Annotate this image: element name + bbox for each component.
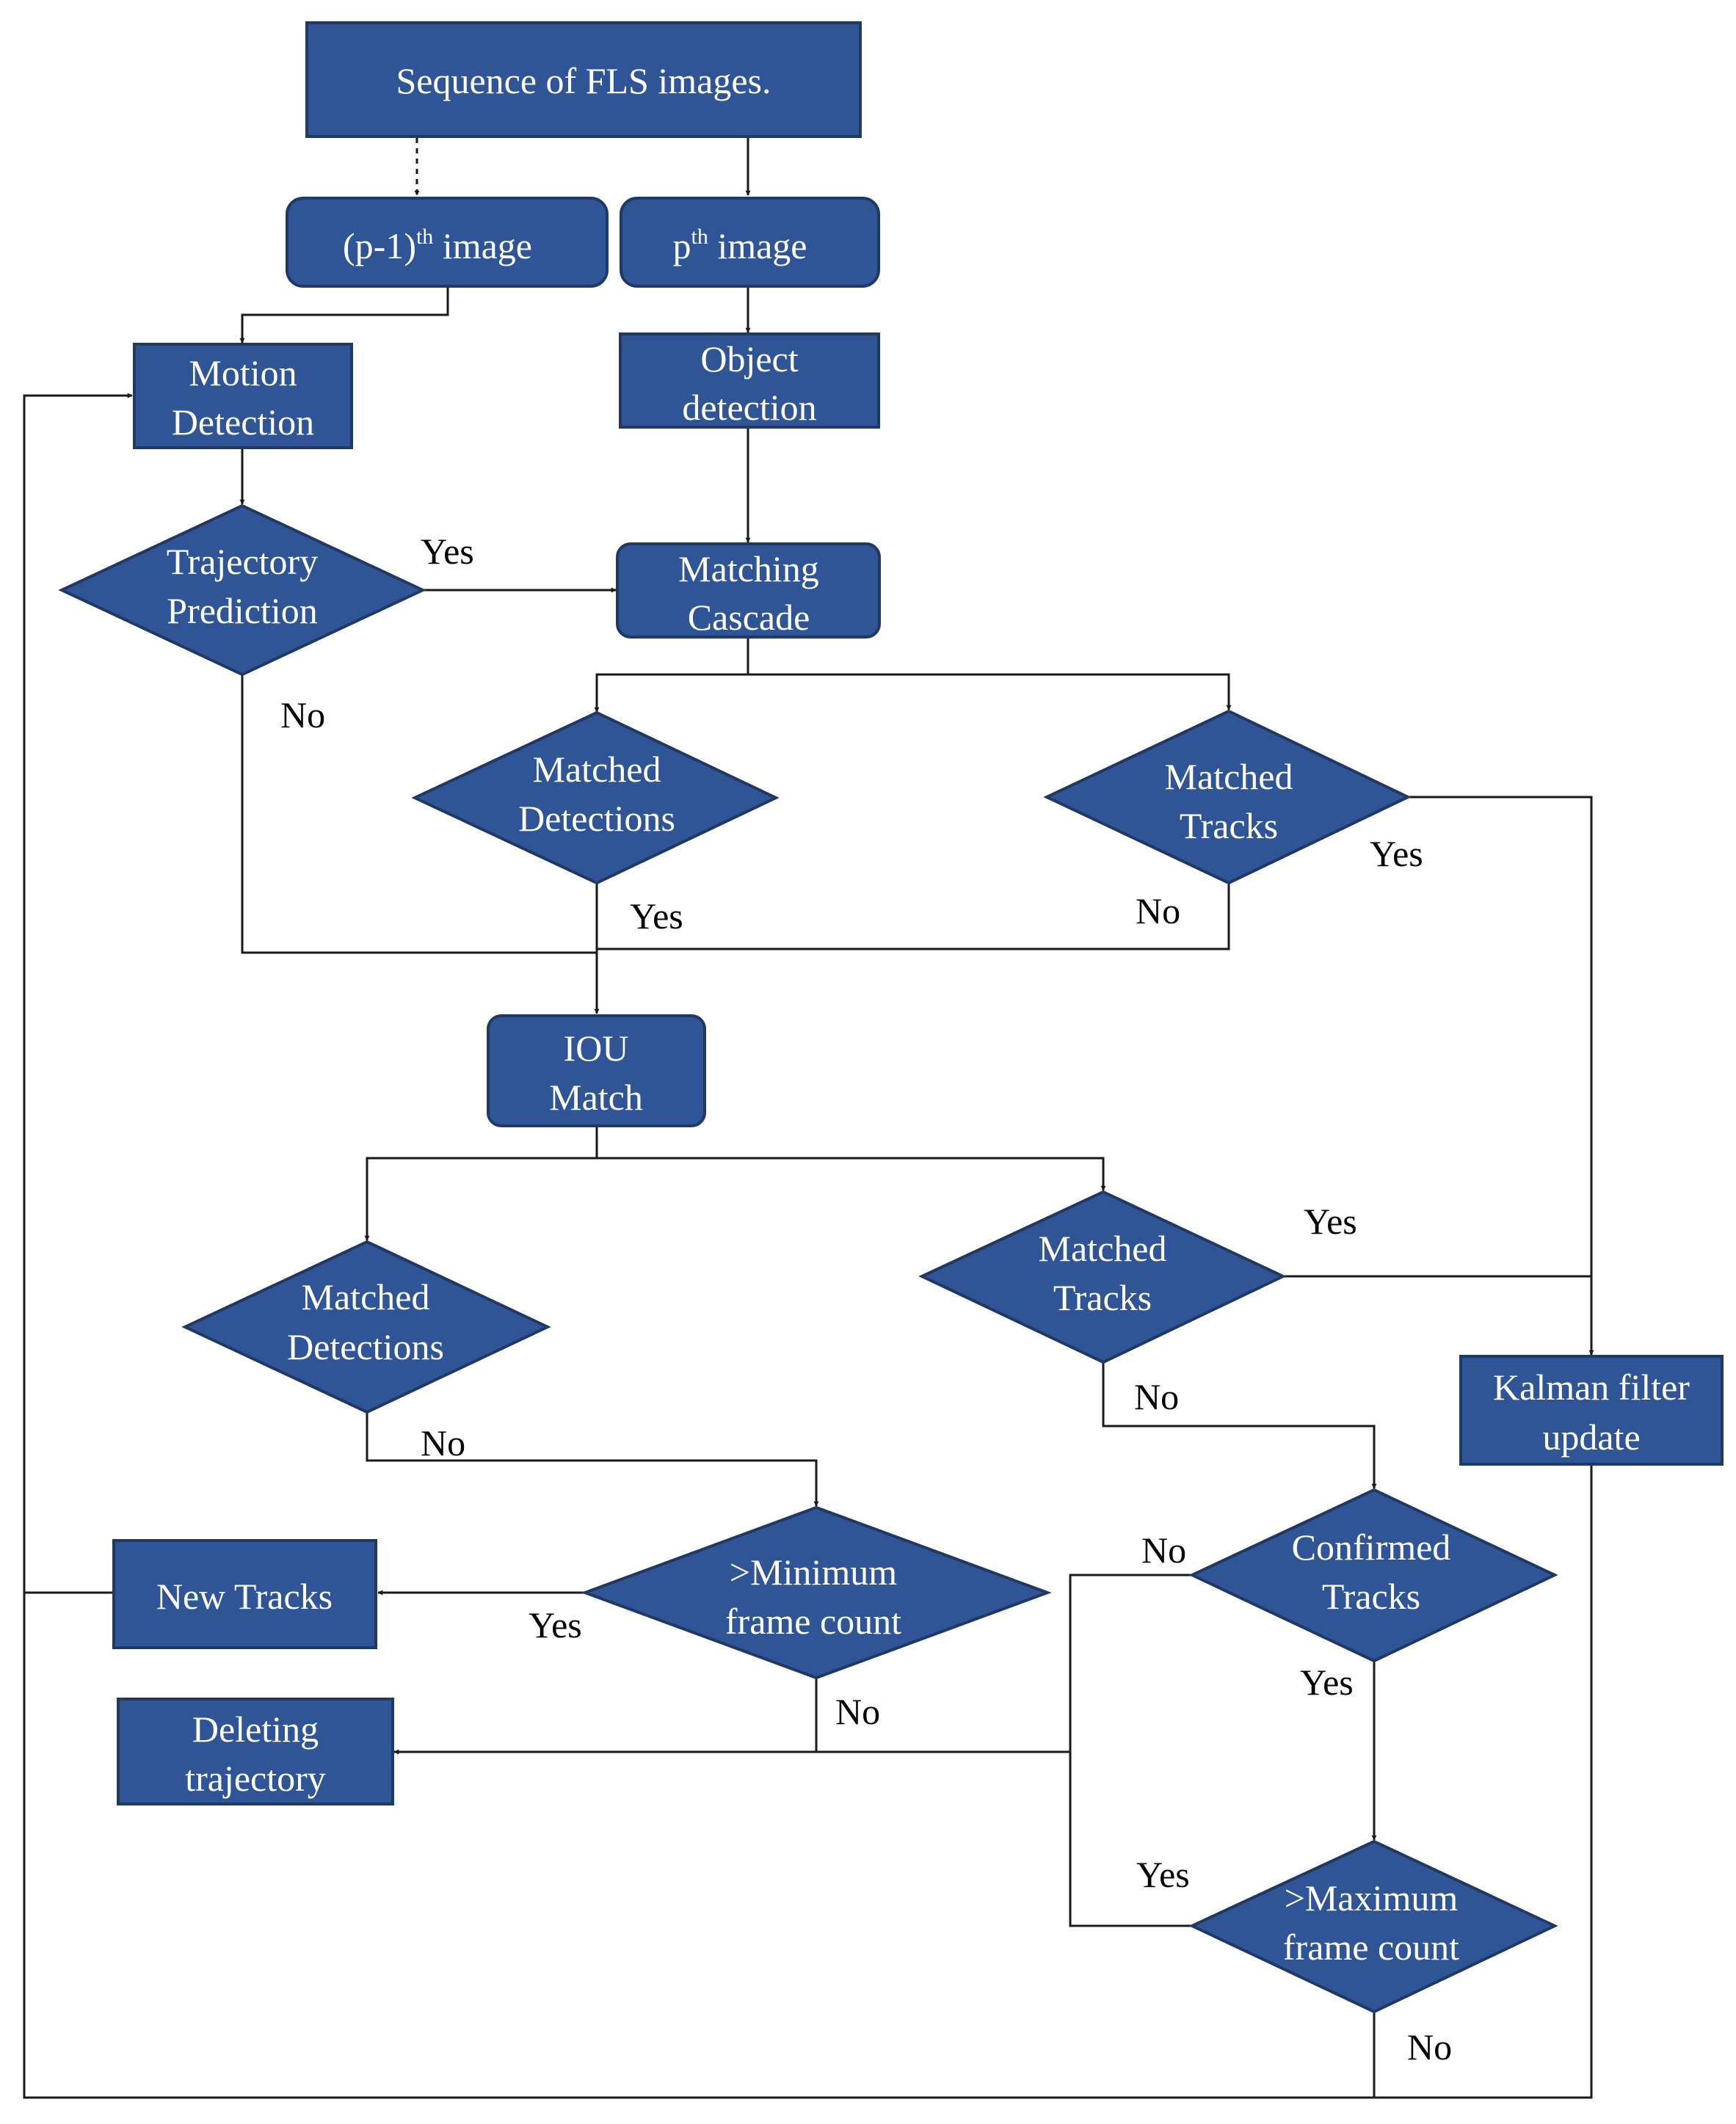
label-trajectory-no: No <box>280 694 325 735</box>
connector-matched-tracks2-no-to-confirmed <box>1102 1362 1377 1489</box>
motion-detection-box: Motion Detection <box>133 343 353 449</box>
connector-iou-to-matched-tracks2 <box>597 1157 1106 1191</box>
label-matched-tracks1-yes: Yes <box>1370 833 1423 874</box>
object-detection-line2: detection <box>682 387 816 428</box>
connector-max-frame-yes-to-deleting <box>1069 1752 1191 1927</box>
label-matched-det1-yes: Yes <box>630 895 683 936</box>
deleting-trajectory-line1: Deleting <box>192 1709 319 1750</box>
label-max-frame-yes: Yes <box>1136 1854 1190 1895</box>
connector-matched-tracks1-no-to-iou <box>597 883 1230 950</box>
new-tracks-box: New Tracks <box>112 1539 377 1649</box>
matched-detections-1-line1: Matched <box>533 749 661 790</box>
kalman-update-line2: update <box>1542 1416 1640 1458</box>
min-frame-count-decision: >Minimum frame count <box>581 1505 1052 1680</box>
matched-detections-1-line2: Detections <box>518 798 675 839</box>
matched-tracks-1-line1: Matched <box>1165 756 1293 797</box>
min-frame-count-line2: frame count <box>725 1601 901 1642</box>
label-trajectory-yes: Yes <box>421 531 474 572</box>
sequence-of-fls-images-box: Sequence of FLS images. <box>305 21 862 138</box>
matched-detections-decision-1: Matched Detections <box>411 710 780 885</box>
matching-cascade-box: Matching Cascade <box>616 542 881 639</box>
prev-image-box: (p-1)th image <box>286 197 609 288</box>
label-min-frame-no: No <box>835 1691 880 1732</box>
iou-match-line2: Match <box>549 1077 643 1118</box>
curr-image-label: pth image <box>672 225 807 266</box>
matched-tracks-2-line2: Tracks <box>1053 1277 1152 1318</box>
trajectory-prediction-line1: Trajectory <box>167 541 318 582</box>
label-min-frame-yes: Yes <box>529 1604 582 1645</box>
object-detection-box: Object detection <box>619 332 880 429</box>
prev-image-label: (p-1)th image <box>343 225 532 266</box>
connector-new-tracks-to-motion-detection <box>23 393 133 1594</box>
deleting-trajectory-line2: trajectory <box>185 1758 326 1799</box>
connector-min-frame-no-to-deleting <box>393 1678 818 1755</box>
motion-detection-line2: Detection <box>172 401 314 443</box>
matched-tracks-decision-2: Matched Tracks <box>918 1190 1287 1364</box>
trajectory-prediction-line2: Prediction <box>167 590 318 631</box>
object-detection-line1: Object <box>700 338 798 379</box>
max-frame-count-line1: >Maximum <box>1285 1877 1459 1918</box>
trajectory-prediction-decision: Trajectory Prediction <box>58 503 426 677</box>
matching-cascade-line1: Matching <box>678 548 819 589</box>
matched-tracks-decision-1: Matched Tracks <box>1043 709 1412 885</box>
matched-detections-decision-2: Matched Detections <box>181 1240 551 1414</box>
connector-matched-tracks1-yes-to-kalman <box>1408 796 1594 1356</box>
matched-tracks-2-line1: Matched <box>1039 1228 1167 1269</box>
curr-image-box: pth image <box>620 197 880 288</box>
connector-iou-to-matched-det2 <box>364 1127 598 1241</box>
label-max-frame-no: No <box>1407 2026 1452 2067</box>
label-matched-det2-no: No <box>421 1422 465 1463</box>
connector-cascade-to-matched-det1 <box>594 638 749 713</box>
min-frame-count-line1: >Minimum <box>730 1552 897 1593</box>
deleting-trajectory-box: Deleting trajectory <box>117 1698 394 1805</box>
kalman-filter-update-box: Kalman filter update <box>1459 1355 1724 1466</box>
label-matched-tracks2-no: No <box>1134 1376 1179 1417</box>
label-confirmed-no: No <box>1141 1530 1186 1571</box>
kalman-update-line1: Kalman filter <box>1493 1367 1690 1408</box>
motion-detection-line1: Motion <box>189 352 297 393</box>
matched-detections-2-line1: Matched <box>302 1276 430 1317</box>
max-frame-count-line2: frame count <box>1283 1927 1459 1968</box>
connector-cascade-to-matched-tracks1 <box>748 673 1232 710</box>
matched-detections-2-line2: Detections <box>287 1326 444 1367</box>
connector-prev-image-to-motion-detection <box>239 288 449 343</box>
new-tracks-label: New Tracks <box>156 1576 333 1617</box>
connector-max-frame-no-to-loop <box>23 1593 1376 2099</box>
confirmed-tracks-line2: Tracks <box>1322 1576 1420 1617</box>
connector-kalman-to-loop <box>1374 1465 1593 2099</box>
edge-labels: Yes No Yes Yes No Yes No No Yes No No Ye… <box>280 531 1452 2067</box>
connector-confirmed-no-to-deleting <box>816 1574 1191 1753</box>
connectors <box>23 138 1594 2099</box>
matching-cascade-line2: Cascade <box>688 597 810 638</box>
connector-trajectory-no-to-iou <box>241 674 597 954</box>
sequence-label: Sequence of FLS images. <box>396 60 771 101</box>
label-matched-tracks1-no: No <box>1136 890 1180 931</box>
iou-match-line1: IOU <box>564 1028 629 1069</box>
connector-matched-det2-no-to-min-frame <box>366 1412 819 1507</box>
max-frame-count-decision: >Maximum frame count <box>1188 1839 1558 2014</box>
label-matched-tracks2-yes: Yes <box>1304 1201 1357 1242</box>
confirmed-tracks-decision: Confirmed Tracks <box>1188 1488 1558 1663</box>
iou-match-box: IOU Match <box>487 1014 706 1127</box>
confirmed-tracks-line1: Confirmed <box>1292 1527 1451 1568</box>
label-confirmed-yes: Yes <box>1300 1662 1354 1703</box>
matched-tracks-1-line2: Tracks <box>1180 805 1278 846</box>
